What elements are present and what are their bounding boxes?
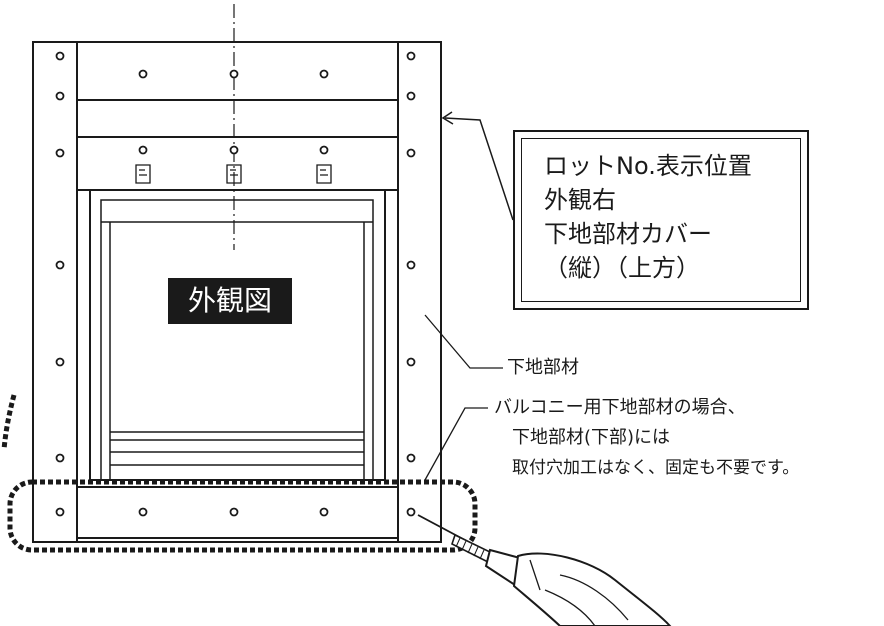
base-leader-line [424,314,503,369]
lot-callout-line-1: ロットNo.表示位置 [544,152,752,180]
outer-frame [32,41,442,543]
screw-holes [55,51,416,517]
lot-number-callout: ロットNo.表示位置 外観右 下地部材カバー （縦）（上方） [513,130,809,310]
note-leader-line [424,407,488,481]
base-member-label: 下地部材 [507,357,579,378]
lot-leader-line [444,117,514,221]
bottom-highlight [7,479,478,553]
lot-callout-line-2: 外観右 [544,186,616,214]
lot-callout-line-4: （縦）（上方） [544,254,700,282]
opening-outer [89,189,386,481]
lot-callout-line-3: 下地部材カバー [544,220,712,248]
lot-leader-arrow [441,111,454,125]
lot-number-callout-inner: ロットNo.表示位置 外観右 下地部材カバー （縦）（上方） [521,138,801,302]
opening-inner [100,199,374,481]
diagram-title-tag: 外観図 [168,278,292,324]
balcony-note-line-2: 下地部材(下部)には [512,427,671,448]
balcony-note-line-1: バルコニー用下地部材の場合、 [494,397,746,418]
balcony-note-line-3: 取付穴加工はなく、固定も不要です。 [512,458,800,478]
drill-icon [417,514,672,626]
clips [135,164,332,184]
